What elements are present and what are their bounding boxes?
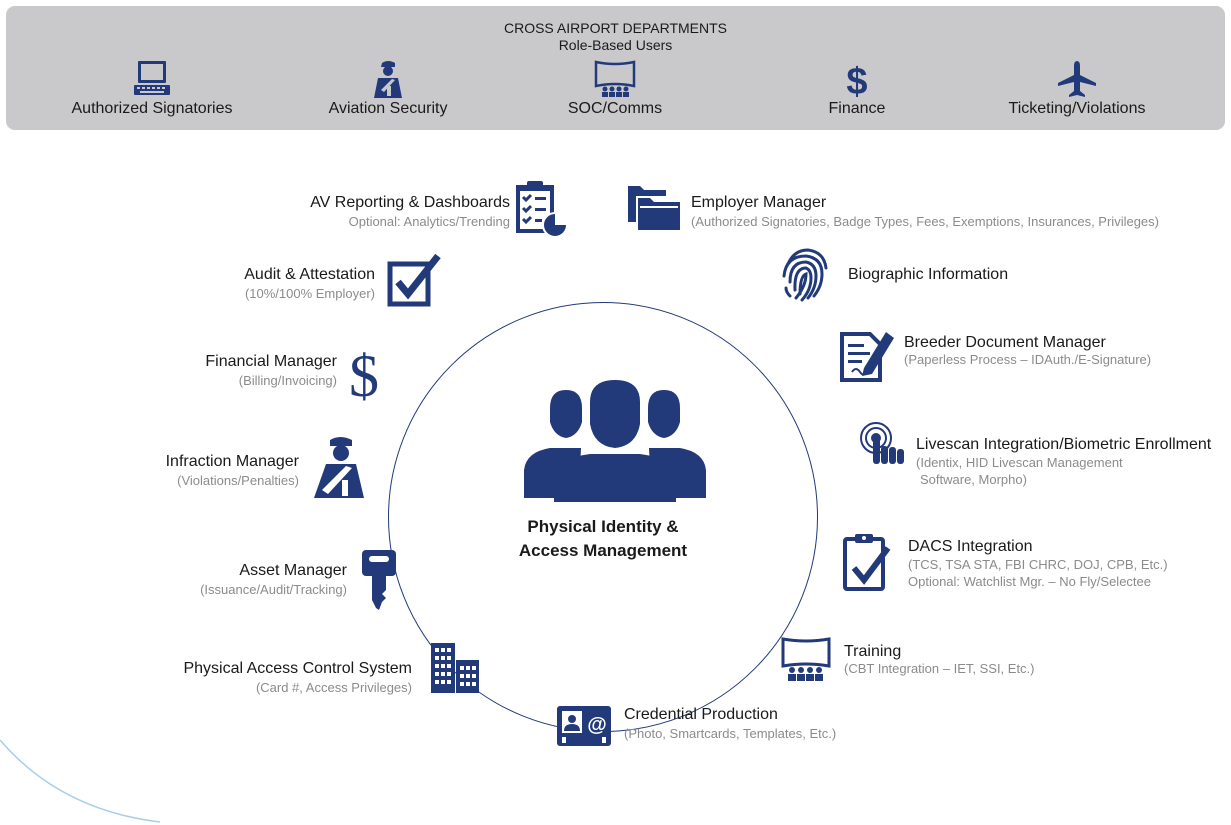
dept-label: Finance — [828, 100, 886, 117]
credential-title: Credential Production — [624, 706, 778, 723]
av-reporting-title: AV Reporting & Dashboards — [310, 194, 510, 211]
svg-text:@: @ — [587, 714, 607, 736]
dept-label: Authorized Signatories — [71, 100, 233, 117]
financial-subtitle: (Billing/Invoicing) — [238, 373, 337, 388]
infraction-subtitle: (Violations/Penalties) — [177, 473, 299, 488]
classroom-icon — [781, 637, 831, 681]
folders-icon — [628, 186, 680, 230]
user-group-icon — [524, 378, 706, 502]
av-reporting-subtitle: Optional: Analytics/Trending — [348, 214, 510, 229]
checkbox-icon — [387, 253, 441, 307]
dollar-icon: $ — [349, 343, 379, 404]
hub-label-line1: Physical Identity & — [527, 517, 679, 536]
training-title: Training — [844, 643, 902, 660]
hub-label-line2: Access Management — [518, 541, 688, 560]
livescan-title: Livescan Integration/Biometric Enrollmen… — [916, 436, 1212, 453]
financial-title: Financial Manager — [205, 353, 337, 370]
banner-subtitle: Role-Based Users — [558, 37, 673, 53]
security-officer-icon — [374, 61, 402, 98]
fingerprint-icon — [782, 248, 828, 302]
breeder-subtitle: (Paperless Process – IDAuth./E-Signature… — [904, 352, 1152, 367]
credential-subtitle: (Photo, Smartcards, Templates, Etc.) — [624, 726, 837, 741]
infraction-title: Infraction Manager — [165, 453, 299, 470]
dept-finance: $ Finance — [747, 60, 967, 118]
touch-icon — [860, 422, 904, 464]
dept-label: SOC/Comms — [567, 100, 663, 117]
svg-text:$: $ — [846, 61, 867, 98]
airplane-icon — [1058, 61, 1096, 97]
dacs-subtitle: (TCS, TSA STA, FBI CHRC, DOJ, CPB, Etc.) — [908, 557, 1168, 572]
operations-center-icon — [594, 60, 636, 97]
pacs-subtitle: (Card #, Access Privileges) — [255, 680, 412, 695]
livescan-subtitle-2: Software, Morpho) — [920, 472, 1027, 487]
biographic-title: Biographic Information — [848, 266, 1009, 283]
document-sign-icon — [840, 332, 894, 382]
dept-soc-comms: SOC/Comms — [505, 60, 725, 118]
audit-title: Audit & Attestation — [244, 266, 375, 283]
key-icon — [362, 550, 396, 610]
livescan-subtitle: (Identix, HID Livescan Management — [916, 455, 1123, 470]
dacs-title: DACS Integration — [908, 538, 1033, 555]
clipboard-check-icon — [843, 534, 891, 591]
dollar-icon: $ — [846, 61, 867, 98]
asset-subtitle: (Issuance/Audit/Tracking) — [200, 582, 347, 597]
breeder-title: Breeder Document Manager — [904, 334, 1106, 351]
training-subtitle: (CBT Integration – IET, SSI, Etc.) — [844, 661, 1035, 676]
clipboard-chart-icon — [516, 181, 568, 238]
computer-icon — [134, 61, 170, 95]
id-card-icon: @ — [557, 706, 611, 746]
dept-ticketing-violations: Ticketing/Violations — [967, 60, 1187, 118]
banner-title: CROSS AIRPORT DEPARTMENTS — [503, 20, 727, 36]
security-officer-icon — [314, 437, 364, 498]
audit-subtitle: (10%/100% Employer) — [244, 286, 375, 301]
employer-title: Employer Manager — [691, 194, 827, 211]
dept-authorized-signatories: Authorized Signatories — [42, 60, 262, 118]
dept-aviation-security: Aviation Security — [278, 60, 498, 118]
pacs-title: Physical Access Control System — [183, 660, 412, 677]
dept-label: Aviation Security — [328, 100, 448, 117]
departments-banner: CROSS AIRPORT DEPARTMENTS Role-Based Use… — [6, 6, 1225, 130]
dept-label: Ticketing/Violations — [1008, 100, 1146, 117]
buildings-icon — [431, 643, 479, 693]
dacs-subtitle-2: Optional: Watchlist Mgr. – No Fly/Select… — [908, 574, 1152, 589]
employer-subtitle: (Authorized Signatories, Badge Types, Fe… — [691, 214, 1159, 229]
svg-text:$: $ — [349, 343, 379, 404]
asset-title: Asset Manager — [239, 562, 347, 579]
hub-label: Physical Identity & Access Management — [500, 515, 706, 563]
